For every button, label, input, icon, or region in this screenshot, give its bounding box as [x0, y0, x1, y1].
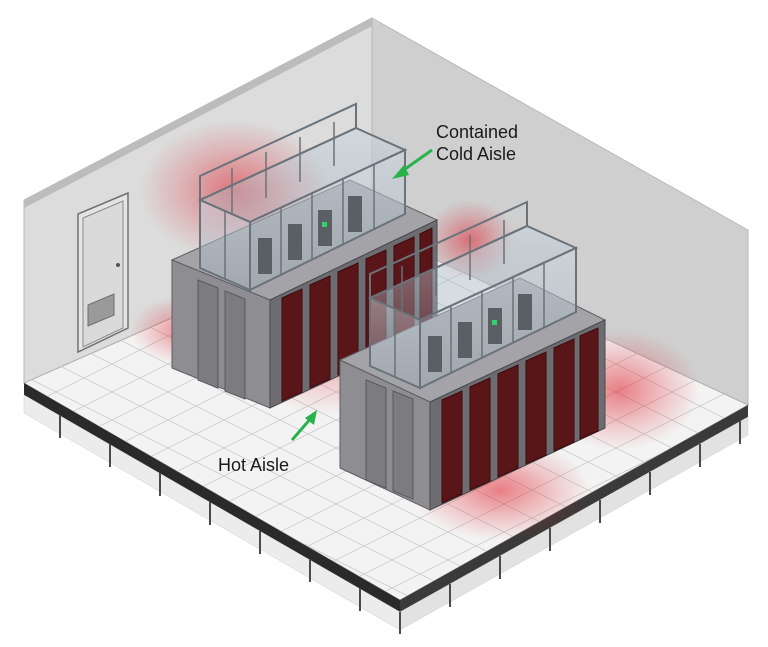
- cold-aisle-arrow: [392, 148, 433, 179]
- door-handle: [116, 263, 120, 267]
- floor-edge-left: [24, 383, 400, 612]
- left-wall-cap: [24, 18, 372, 208]
- hot-aisle-arrow: [290, 410, 317, 441]
- rack-row-2-front-doors: [365, 379, 414, 500]
- cold-aisle-containment-2: [367, 200, 579, 390]
- status-light-1: [322, 222, 327, 227]
- rack-row-1-front-doors: [197, 279, 246, 400]
- floor-pedestals: [59, 415, 741, 634]
- cold-aisle-containment-1: [197, 102, 408, 292]
- door-vent: [87, 293, 115, 327]
- cold-aisle-label-line2: Cold Aisle: [436, 144, 516, 164]
- door: [77, 191, 129, 354]
- status-light-2: [492, 320, 497, 325]
- rack-row-2-hot-doors: [441, 327, 599, 504]
- cold-aisle-label-line1: Contained: [436, 122, 518, 142]
- hot-aisle-label: Hot Aisle: [218, 455, 289, 475]
